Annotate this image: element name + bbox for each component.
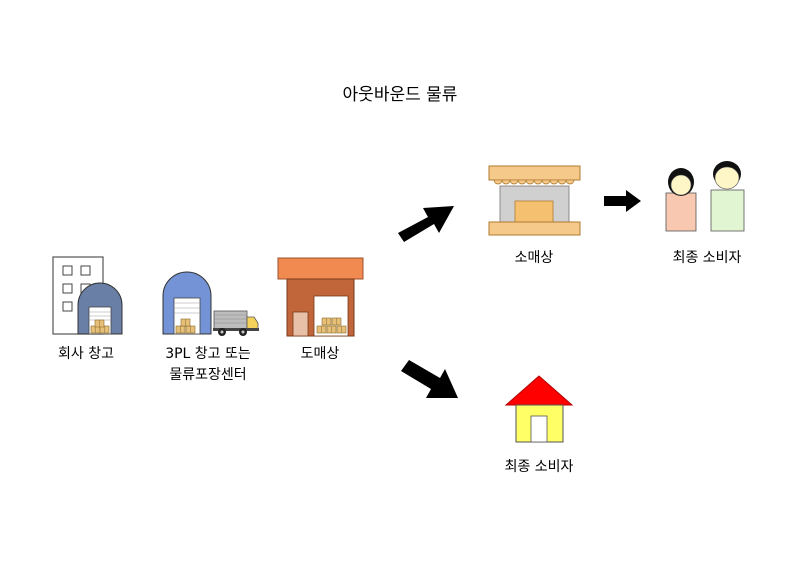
arrow-icon — [398, 206, 454, 242]
warehouse-icon — [77, 282, 123, 335]
warehouse-icon — [162, 271, 212, 335]
house-icon — [504, 375, 574, 443]
consumer-people-label: 최종 소비자 — [672, 250, 742, 266]
wholesaler-label: 도매상 — [300, 346, 340, 362]
company-warehouse-label: 회사 창고 — [58, 346, 114, 362]
diagram-title: 아웃바운드 물류 — [342, 85, 458, 105]
third-party-label-line2: 물류포장센터 — [169, 367, 247, 383]
arrow-icon — [604, 190, 641, 212]
retail-store-icon — [488, 165, 581, 236]
truck-icon — [213, 310, 259, 336]
consumer-house-label: 최종 소비자 — [504, 459, 574, 475]
retailer-label: 소매상 — [514, 250, 554, 266]
third-party-label-line1: 3PL 창고 또는 — [165, 346, 251, 362]
arrow-icon — [401, 360, 458, 398]
person-icon — [710, 161, 745, 232]
person-icon — [665, 168, 697, 232]
wholesale-store-icon — [277, 257, 364, 337]
